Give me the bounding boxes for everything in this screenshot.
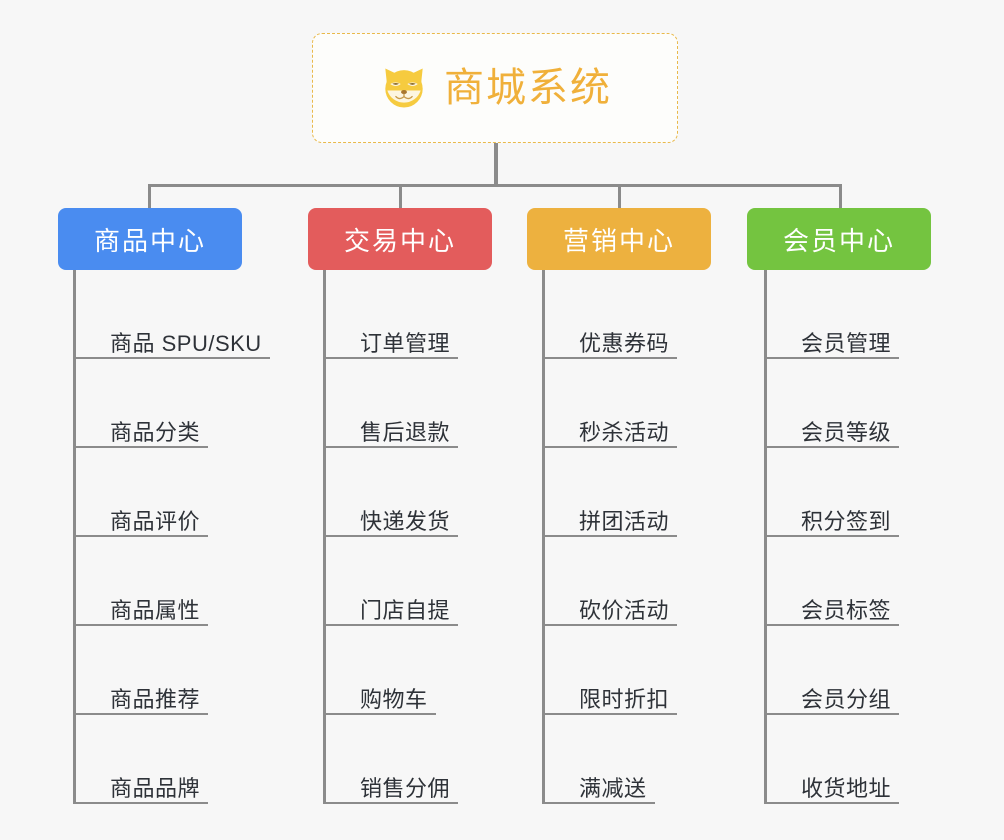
branch-stem-transaction-center: 订单管理 售后退款 快递发货 门店自提 购物车 销售分佣 [323,270,498,804]
leaf-label: 商品推荐 [110,686,201,712]
list-item[interactable]: 快递发货 [326,448,498,537]
list-item[interactable]: 商品分类 [76,359,248,448]
leaf-label: 会员分组 [801,686,892,712]
leaf-label: 售后退款 [360,419,451,445]
list-item[interactable]: 优惠券码 [545,270,717,359]
branch-stem-marketing-center: 优惠券码 秒杀活动 拼团活动 砍价活动 限时折扣 满减送 [542,270,717,804]
list-item[interactable]: 拼团活动 [545,448,717,537]
leaf-label: 商品分类 [110,419,201,445]
list-item[interactable]: 会员分组 [767,626,937,715]
leaf-label: 订单管理 [360,330,451,356]
branch-stem-product-center: 商品 SPU/SKU 商品分类 商品评价 商品属性 商品推荐 商品品牌 [73,270,270,804]
list-item[interactable]: 商品推荐 [76,626,248,715]
list-item[interactable]: 会员管理 [767,270,937,359]
category-column-transaction-center: 交易中心 订单管理 售后退款 快递发货 门店自提 购物车 销售分佣 [308,208,498,804]
list-item[interactable]: 会员等级 [767,359,937,448]
list-item[interactable]: 积分签到 [767,448,937,537]
shiba-dog-icon [385,68,423,108]
leaf-label: 优惠券码 [579,330,670,356]
category-column-product-center: 商品中心 商品 SPU/SKU 商品分类 商品评价 商品属性 商品推荐 商品品牌 [58,208,270,804]
leaf-label: 积分签到 [801,508,892,534]
list-item[interactable]: 购物车 [326,626,498,715]
connector-drop-4 [839,184,842,209]
list-item[interactable]: 商品属性 [76,537,248,626]
category-column-member-center: 会员中心 会员管理 会员等级 积分签到 会员标签 会员分组 收货地址 [747,208,937,804]
category-label: 会员中心 [782,225,895,256]
leaf-label: 秒杀活动 [579,419,670,445]
leaf-label: 拼团活动 [579,508,670,534]
leaf-label: 销售分佣 [360,775,451,801]
list-item[interactable]: 秒杀活动 [545,359,717,448]
list-item[interactable]: 订单管理 [326,270,498,359]
leaf-label: 会员标签 [801,597,892,623]
list-item[interactable]: 商品评价 [76,448,248,537]
category-box-member-center[interactable]: 会员中心 [747,208,931,270]
connector-drop-1 [148,184,151,209]
leaf-label: 门店自提 [360,597,451,623]
list-item[interactable]: 售后退款 [326,359,498,448]
connector-horizontal-bus [149,184,842,187]
leaf-label: 会员等级 [801,419,892,445]
leaf-label: 砍价活动 [579,597,670,623]
list-item[interactable]: 砍价活动 [545,537,717,626]
connector-drop-3 [618,184,621,209]
leaf-label: 商品评价 [110,508,201,534]
leaf-label: 商品品牌 [110,775,201,801]
category-box-product-center[interactable]: 商品中心 [58,208,242,270]
list-item[interactable]: 门店自提 [326,537,498,626]
category-box-transaction-center[interactable]: 交易中心 [308,208,492,270]
root-node-shopping-mall-system[interactable]: 商城系统 [312,33,678,143]
category-label: 交易中心 [343,225,456,256]
list-item[interactable]: 商品品牌 [76,715,248,804]
leaf-label: 购物车 [360,686,428,712]
category-column-marketing-center: 营销中心 优惠券码 秒杀活动 拼团活动 砍价活动 限时折扣 满减送 [527,208,717,804]
leaf-label: 快递发货 [360,508,451,534]
leaf-label: 商品属性 [110,597,201,623]
category-label: 营销中心 [562,225,675,256]
category-label: 商品中心 [93,225,206,256]
list-item[interactable]: 限时折扣 [545,626,717,715]
list-item[interactable]: 商品 SPU/SKU [76,270,270,359]
list-item[interactable]: 会员标签 [767,537,937,626]
connector-root-stem [494,143,498,187]
leaf-label: 收货地址 [801,775,892,801]
list-item[interactable]: 收货地址 [767,715,937,804]
branch-stem-member-center: 会员管理 会员等级 积分签到 会员标签 会员分组 收货地址 [764,270,937,804]
root-title: 商城系统 [444,66,612,110]
leaf-label: 限时折扣 [579,686,670,712]
leaf-label: 满减送 [579,775,647,801]
list-item[interactable]: 销售分佣 [326,715,498,804]
connector-drop-2 [399,184,402,209]
leaf-label: 会员管理 [801,330,892,356]
list-item[interactable]: 满减送 [545,715,717,804]
category-box-marketing-center[interactable]: 营销中心 [527,208,711,270]
leaf-label: 商品 SPU/SKU [110,330,262,356]
